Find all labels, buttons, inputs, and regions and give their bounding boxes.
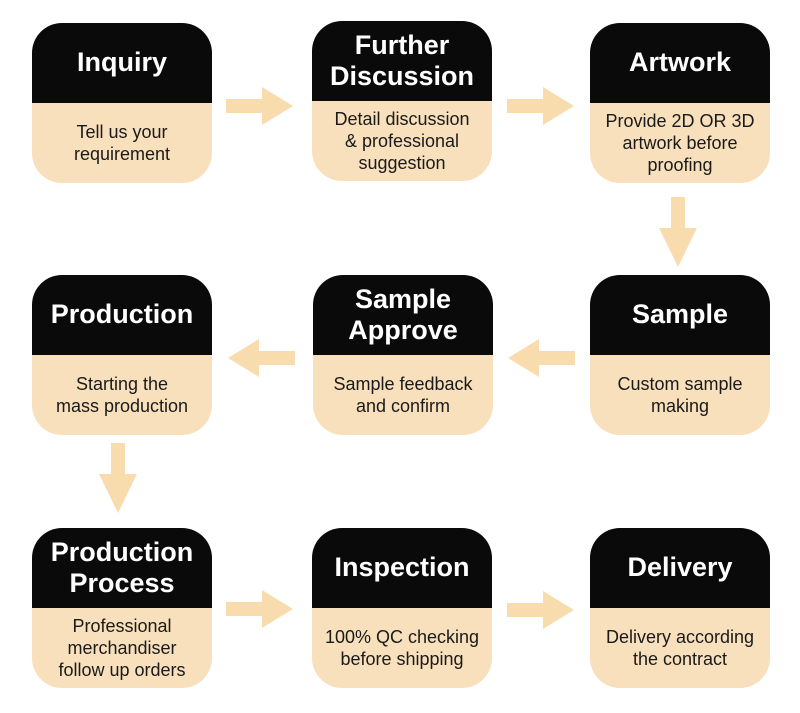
step-description: Tell us your requirement — [32, 103, 212, 183]
step-description: Provide 2D OR 3D artwork before proofing — [590, 103, 770, 183]
step-card-artwork: Artwork Provide 2D OR 3D artwork before … — [590, 23, 770, 183]
flow-arrow-down-icon — [659, 197, 697, 267]
step-description: 100% QC checking before shipping — [312, 608, 492, 688]
flow-arrow-right-icon — [507, 591, 574, 629]
step-title: Production — [32, 275, 212, 355]
step-card-sample-approve: Sample Approve Sample feedback and confi… — [313, 275, 493, 435]
flow-arrow-right-icon — [507, 87, 574, 125]
step-description: Delivery according the contract — [590, 608, 770, 688]
step-title: Production Process — [32, 528, 212, 608]
step-title: Sample Approve — [313, 275, 493, 355]
flow-arrow-down-icon — [99, 443, 137, 513]
step-description: Custom sample making — [590, 355, 770, 435]
flow-arrow-right-icon — [226, 590, 293, 628]
step-description: Sample feedback and confirm — [313, 355, 493, 435]
step-title: Inquiry — [32, 23, 212, 103]
step-card-inspection: Inspection 100% QC checking before shipp… — [312, 528, 492, 688]
step-card-sample: Sample Custom sample making — [590, 275, 770, 435]
step-card-production: Production Starting the mass production — [32, 275, 212, 435]
step-title: Artwork — [590, 23, 770, 103]
flow-arrow-right-icon — [226, 87, 293, 125]
flow-arrow-left-icon — [508, 339, 575, 377]
step-card-production-process: Production Process Professional merchand… — [32, 528, 212, 688]
step-title: Delivery — [590, 528, 770, 608]
step-title: Further Discussion — [312, 21, 492, 101]
step-card-inquiry: Inquiry Tell us your requirement — [32, 23, 212, 183]
flow-arrow-left-icon — [228, 339, 295, 377]
step-card-delivery: Delivery Delivery according the contract — [590, 528, 770, 688]
step-description: Starting the mass production — [32, 355, 212, 435]
step-description: Professional merchandiser follow up orde… — [32, 608, 212, 688]
step-card-further-discussion: Further Discussion Detail discussion & p… — [312, 21, 492, 181]
step-title: Inspection — [312, 528, 492, 608]
step-description: Detail discussion & professional suggest… — [312, 101, 492, 181]
step-title: Sample — [590, 275, 770, 355]
